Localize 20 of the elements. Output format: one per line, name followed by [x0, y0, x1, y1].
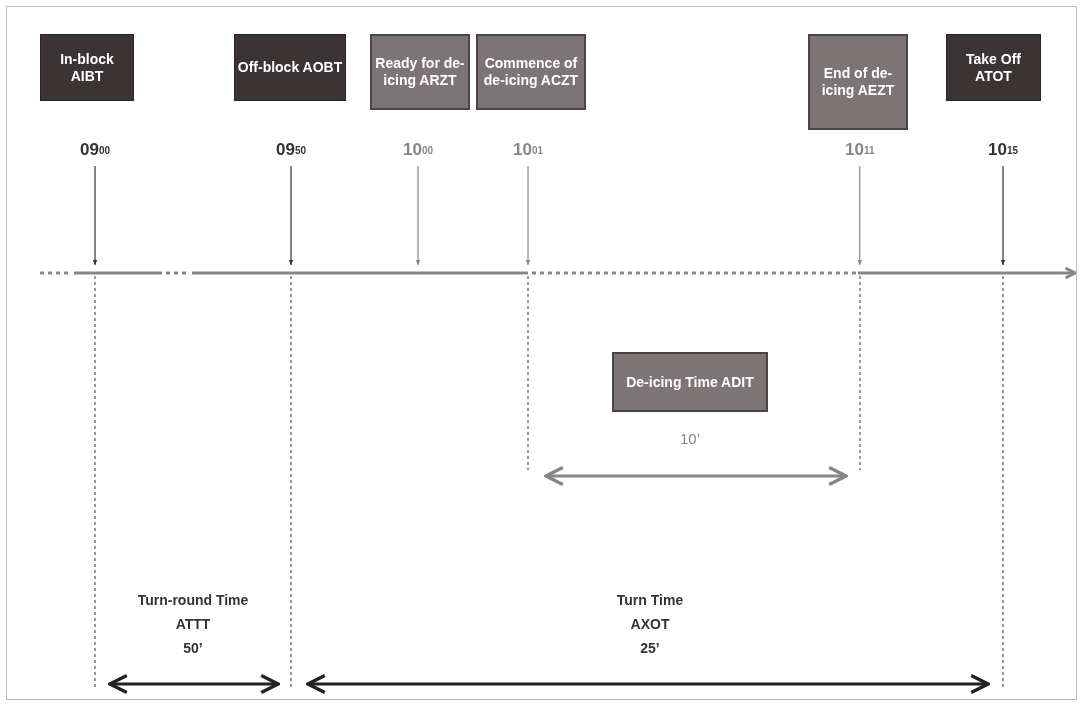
- event-box: End of de-icing AEZT: [808, 34, 908, 130]
- event-box: Take Off ATOT: [946, 34, 1041, 101]
- interval-label: 25’: [640, 640, 660, 656]
- arrow: [1000, 165, 1006, 266]
- interval-label: 50’: [183, 640, 203, 656]
- event-box: Ready for de-icing ARZT: [370, 34, 470, 110]
- interval-label: Turn Time: [616, 592, 684, 608]
- arrow: [92, 165, 98, 266]
- arrow: [415, 165, 421, 266]
- arrow: [525, 165, 531, 266]
- arrow: [857, 165, 863, 266]
- interval-label: AXOT: [630, 616, 670, 632]
- interval-label: Turn-round Time: [137, 592, 249, 608]
- interval-label: ATTT: [175, 616, 211, 632]
- duration-box: De-icing Time ADIT: [612, 352, 768, 412]
- event-box: In-block AIBT: [40, 34, 134, 101]
- event-box: Commence of de-icing ACZT: [476, 34, 586, 110]
- event-box: Off-block AOBT: [234, 34, 346, 101]
- duration-label: 10’: [680, 430, 700, 447]
- arrow: [288, 165, 294, 266]
